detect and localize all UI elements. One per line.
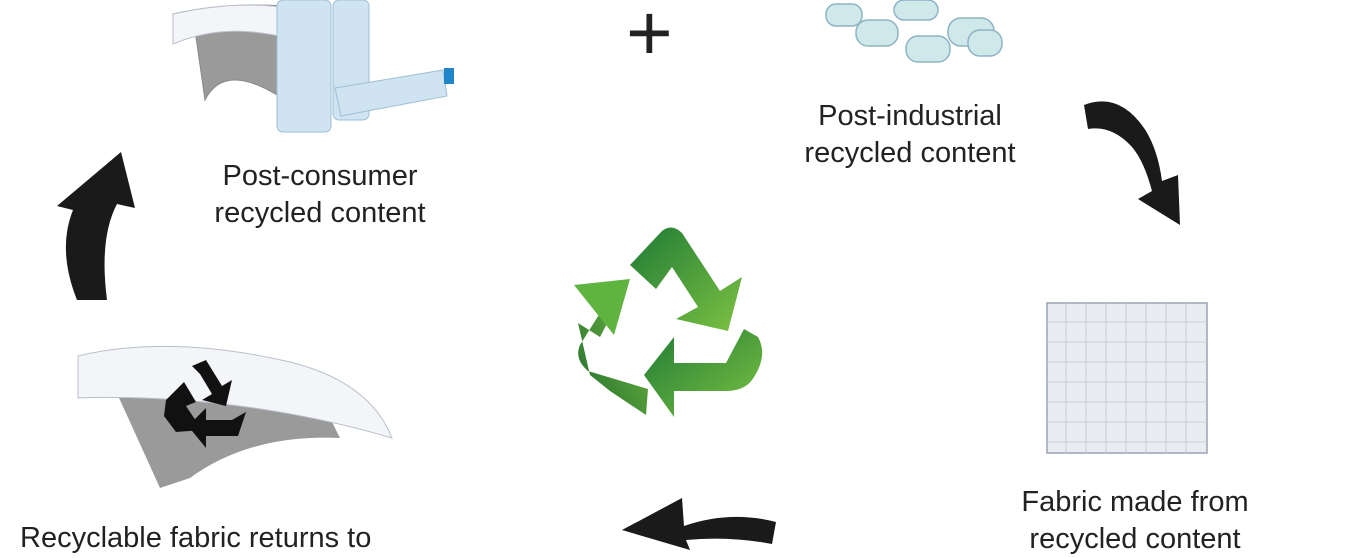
recycle-symbol-icon <box>164 360 246 448</box>
post-consumer-label: Post-consumer recycled content <box>170 158 470 232</box>
curved-arrow-icon <box>622 498 776 550</box>
fabric-swatch <box>1046 302 1208 454</box>
curved-arrow-icon <box>57 152 135 300</box>
plastic-bottle-icon <box>276 0 448 133</box>
post-industrial-label-line-2: recycled content <box>804 137 1016 169</box>
recyclable-fabric-image <box>77 345 393 488</box>
recyclable-fabric-label: Recyclable fabric returns to <box>20 520 450 557</box>
plus-sign: + <box>626 0 673 77</box>
fabric-label: Fabric made from recycled content <box>985 484 1285 558</box>
post-consumer-label-line-2: recycled content <box>214 197 426 229</box>
recyclable-fabric-label-line-1: Recyclable fabric returns to <box>20 522 372 554</box>
post-consumer-image <box>171 0 454 133</box>
post-industrial-label-line-1: Post-industrial <box>818 100 1002 132</box>
curved-arrow-icon <box>1084 101 1180 225</box>
fabric-label-line-1: Fabric made from <box>1021 486 1249 518</box>
recycle-symbol-icon <box>574 227 763 417</box>
post-consumer-label-line-1: Post-consumer <box>222 160 418 192</box>
pellets-image <box>825 0 1003 63</box>
fabric-label-line-2: recycled content <box>1029 523 1241 555</box>
post-industrial-label: Post-industrial recycled content <box>760 98 1060 172</box>
